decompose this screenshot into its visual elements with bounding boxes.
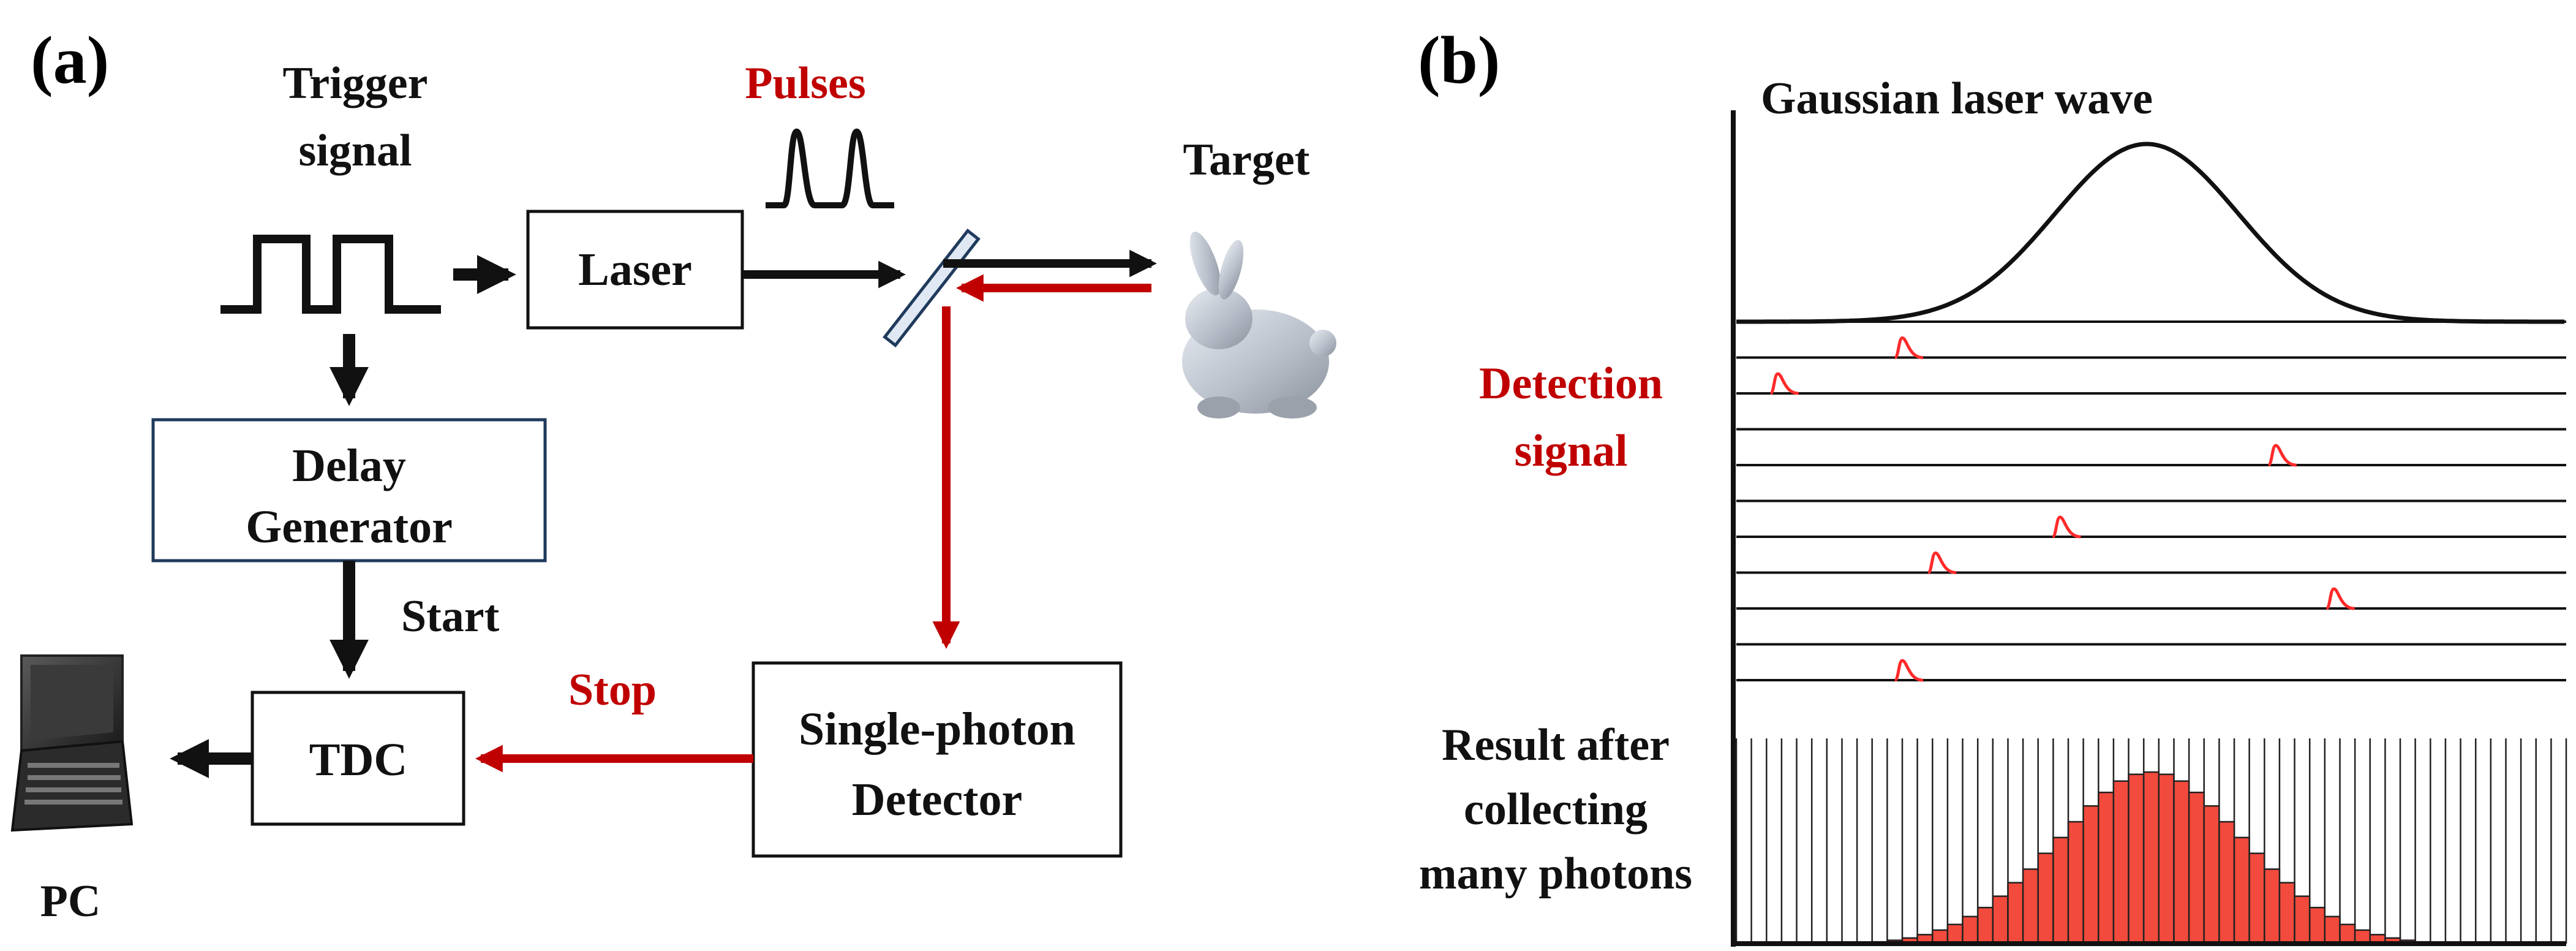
photon-pulse <box>1927 551 1957 574</box>
histogram-bar <box>1962 915 1979 945</box>
pulses-label: Pulses <box>745 58 865 108</box>
histogram-bar <box>2142 771 2160 945</box>
result-label-line3: many photons <box>1419 849 1692 899</box>
histogram-bar <box>2324 915 2341 945</box>
histogram <box>1733 738 2567 946</box>
trigger-square-wave <box>220 235 441 314</box>
trigger-label-line2: signal <box>298 126 412 176</box>
delay-generator-box: Delay Generator <box>151 418 547 563</box>
histogram-bar <box>2233 836 2250 945</box>
start-label: Start <box>401 591 500 642</box>
photon-pulse <box>1769 372 1799 395</box>
detector-box-line1: Single-photon <box>799 703 1075 755</box>
gaussian-curve <box>1736 142 2564 324</box>
detection-label-line2: signal <box>1514 426 1627 476</box>
histogram-bar <box>2278 882 2295 945</box>
photon-marks <box>1769 336 2355 682</box>
histogram-bar <box>2022 868 2039 945</box>
detection-lines <box>1736 320 2566 681</box>
photon-pulse <box>1894 659 1924 682</box>
histogram-bar <box>2218 820 2235 945</box>
histogram-bar <box>2203 805 2220 945</box>
histogram-bar <box>2294 895 2311 945</box>
panel-b-label: (b) <box>1418 23 1500 97</box>
histogram-bar <box>1976 906 1994 945</box>
result-label-line1: Result after <box>1442 720 1670 770</box>
photon-pulse <box>1894 336 1924 359</box>
histogram-bar <box>2037 852 2054 945</box>
histogram-bar <box>1992 895 2009 945</box>
histogram-bar <box>2082 805 2100 945</box>
photon-pulse <box>2052 515 2081 539</box>
histogram-bar <box>2248 852 2265 945</box>
pc-icon <box>10 654 134 832</box>
histogram-bar <box>2112 780 2130 945</box>
laser-box: Laser <box>526 210 744 330</box>
histogram-bar <box>2052 836 2069 945</box>
histogram-bar <box>2264 868 2281 945</box>
stop-label: Stop <box>568 665 657 715</box>
histogram-bar <box>2308 906 2326 945</box>
histogram-bar <box>2067 820 2084 945</box>
histogram-bar <box>2158 773 2175 945</box>
result-label-line2: collecting <box>1464 784 1648 835</box>
photon-pulse <box>2326 587 2355 610</box>
detection-label-line1: Detection <box>1479 358 1663 409</box>
detector-box-line2: Detector <box>852 774 1022 825</box>
histogram-bar <box>2188 791 2205 945</box>
gaussian-label: Gaussian laser wave <box>1761 74 2153 124</box>
trigger-label-line1: Trigger <box>283 58 428 108</box>
bunny-target-icon <box>1182 231 1336 419</box>
pulses-waveform <box>766 128 894 208</box>
delay-box-line1: Delay <box>292 440 406 491</box>
delay-box-line2: Generator <box>246 501 453 553</box>
panel-a-label: (a) <box>31 23 109 97</box>
histogram-bar <box>2339 923 2356 945</box>
histogram-bar <box>2007 882 2024 945</box>
histogram-bar <box>2098 791 2115 945</box>
tdc-box-label: TDC <box>309 734 407 786</box>
histogram-bar <box>2128 773 2145 945</box>
target-label: Target <box>1183 135 1310 185</box>
histogram-bar <box>1946 923 1964 945</box>
photon-pulse <box>2267 444 2297 467</box>
detector-box: Single-photon Detector <box>751 661 1123 858</box>
panel-a: (a) Trigger signal Laser Pulses Target <box>10 23 1336 926</box>
laser-box-label: Laser <box>578 244 692 295</box>
panel-b: (b) Gaussian laser wave Detection signal… <box>1418 23 2567 947</box>
pc-label: PC <box>40 876 101 926</box>
tdc-box: TDC <box>250 691 465 826</box>
histogram-bar <box>2173 780 2190 945</box>
